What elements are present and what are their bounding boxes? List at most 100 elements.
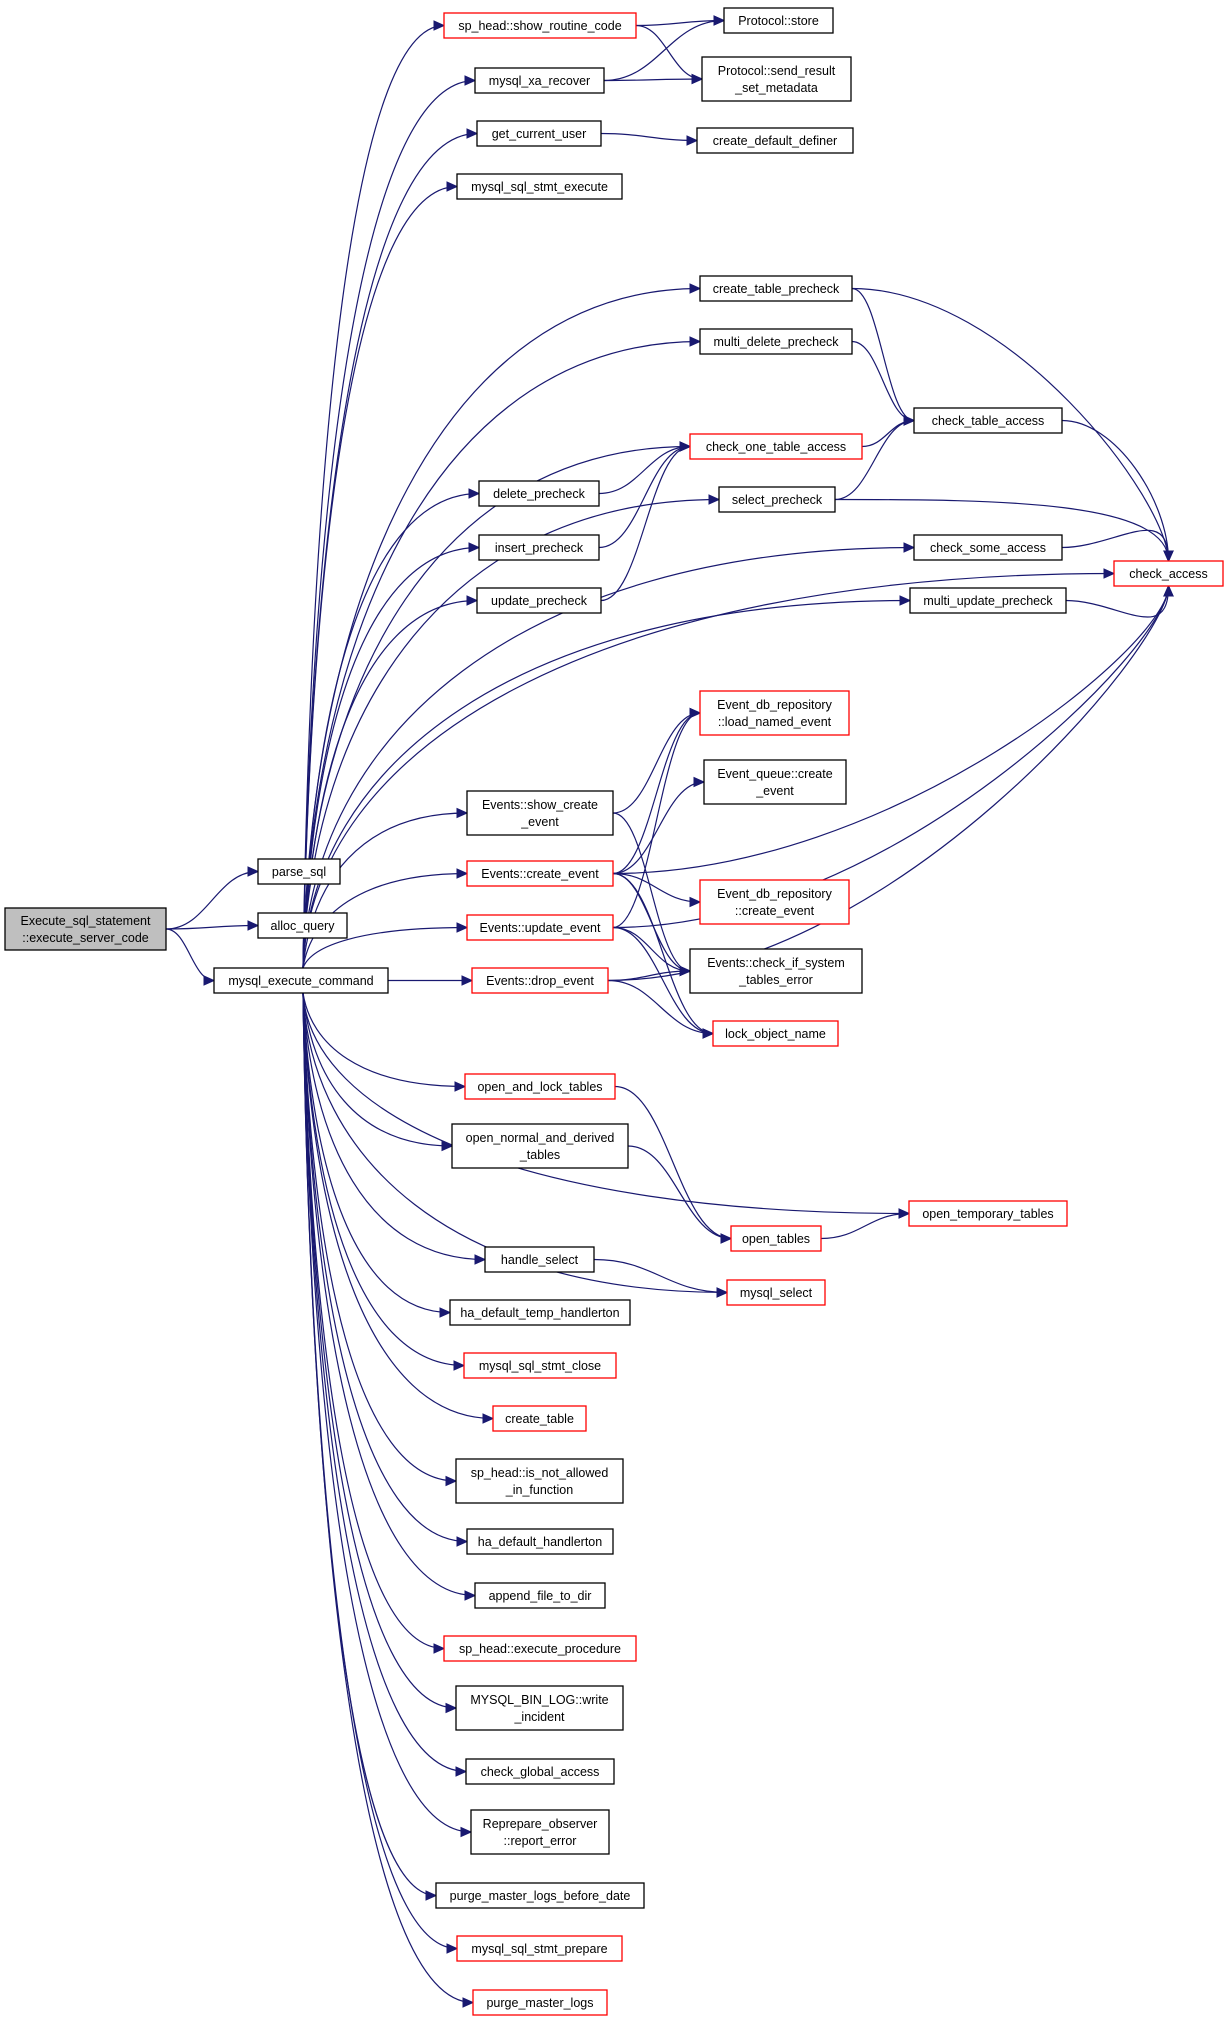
arrowhead — [460, 1826, 473, 1838]
edge-line — [635, 19, 725, 27]
edge-line — [302, 992, 476, 1597]
arrowhead — [708, 494, 721, 505]
arrowhead — [439, 1307, 452, 1318]
node-update-precheck[interactable]: update_precheck — [476, 587, 602, 614]
arrowhead — [247, 920, 260, 931]
node-ha-default-temp-handlerton[interactable]: ha_default_temp_handlerton — [449, 1299, 631, 1326]
node-select-precheck[interactable]: select_precheck — [718, 486, 836, 513]
node-box — [456, 173, 623, 200]
node-check-some-access[interactable]: check_some_access — [913, 534, 1063, 561]
edge-line — [302, 992, 466, 1088]
node-label: _incident — [513, 1710, 565, 1724]
node-mysql-sql-stmt-execute[interactable]: mysql_sql_stmt_execute — [456, 173, 623, 200]
node-open-normal-and-derived[interactable]: open_normal_and_derived_tables — [451, 1123, 629, 1169]
node-label: Execute_sql_statement — [21, 914, 151, 928]
node-reprepare-observer[interactable]: Reprepare_observer::report_error — [470, 1809, 610, 1855]
node-label: Event_queue::create — [717, 767, 832, 781]
node-events-show-create[interactable]: Events::show_create_event — [466, 790, 614, 836]
node-get-current-user[interactable]: get_current_user — [476, 120, 602, 147]
call-edge — [627, 1145, 733, 1244]
node-mysql-bin-log-write-incident[interactable]: MYSQL_BIN_LOG::write_incident — [455, 1685, 624, 1731]
arrowhead — [203, 975, 216, 986]
node-label: Events::drop_event — [486, 974, 594, 988]
edge-line — [302, 992, 494, 1420]
edge-line — [302, 992, 451, 1314]
node-box — [699, 275, 853, 302]
node-multi-update-precheck[interactable]: multi_update_precheck — [909, 587, 1067, 614]
node-label: create_table_precheck — [713, 282, 840, 296]
edge-line — [302, 992, 486, 1261]
node-lock-object-name[interactable]: lock_object_name — [712, 1020, 839, 1047]
node-mysql-select[interactable]: mysql_select — [726, 1279, 826, 1306]
node-multi-delete-precheck[interactable]: multi_delete_precheck — [699, 328, 853, 355]
node-label: create_table — [505, 1412, 574, 1426]
call-edge — [302, 992, 468, 1777]
node-protocol-send-result[interactable]: Protocol::send_result_set_metadata — [701, 56, 852, 102]
node-box — [474, 67, 605, 94]
node-check-one-table-access[interactable]: check_one_table_access — [689, 433, 863, 460]
call-edge — [302, 595, 479, 969]
node-mysql-execute-command[interactable]: mysql_execute_command — [213, 967, 389, 994]
node-check-access[interactable]: check_access — [1113, 560, 1224, 587]
call-edge — [593, 1258, 729, 1298]
node-box — [712, 1020, 839, 1047]
node-events-update-event[interactable]: Events::update_event — [466, 914, 614, 941]
node-label: _tables — [519, 1148, 560, 1162]
node-open-temporary-tables[interactable]: open_temporary_tables — [908, 1200, 1068, 1227]
node-label: append_file_to_dir — [489, 1589, 592, 1603]
node-check-table-access[interactable]: check_table_access — [913, 407, 1063, 434]
node-root[interactable]: Execute_sql_statement::execute_server_co… — [4, 907, 167, 951]
node-protocol-store[interactable]: Protocol::store — [723, 7, 834, 34]
node-label: mysql_xa_recover — [489, 74, 590, 88]
edge-line — [302, 872, 468, 969]
node-sp-head-is-not-allowed[interactable]: sp_head::is_not_allowed_in_function — [455, 1458, 624, 1504]
arrowhead — [702, 1028, 715, 1039]
node-label: Reprepare_observer — [483, 1817, 598, 1831]
node-create-table[interactable]: create_table — [492, 1405, 587, 1432]
node-handle-select[interactable]: handle_select — [484, 1246, 595, 1273]
node-label: _event — [755, 784, 794, 798]
node-parse-sql[interactable]: parse_sql — [257, 858, 341, 885]
edge-line — [603, 78, 703, 82]
node-check-if-system-tables[interactable]: Events::check_if_system_tables_error — [689, 948, 863, 994]
node-events-drop-event[interactable]: Events::drop_event — [471, 967, 609, 994]
node-box — [471, 967, 609, 994]
call-edge — [302, 992, 454, 1152]
node-create-table-precheck[interactable]: create_table_precheck — [699, 275, 853, 302]
node-event-queue-create[interactable]: Event_queue::create_event — [703, 759, 847, 805]
node-open-tables[interactable]: open_tables — [730, 1225, 822, 1252]
node-box — [699, 879, 850, 925]
node-append-file-to-dir[interactable]: append_file_to_dir — [474, 1582, 606, 1609]
node-mysql-xa-recover[interactable]: mysql_xa_recover — [474, 67, 605, 94]
node-mysql-sql-stmt-close[interactable]: mysql_sql_stmt_close — [463, 1352, 617, 1379]
node-mysql-sql-stmt-prepare[interactable]: mysql_sql_stmt_prepare — [456, 1935, 623, 1962]
node-load-named-event[interactable]: Event_db_repository::load_named_event — [699, 690, 850, 736]
arrowhead — [720, 1233, 733, 1244]
node-box — [913, 407, 1063, 434]
call-edge — [612, 776, 706, 875]
call-edge — [600, 441, 692, 602]
arrowhead — [456, 807, 469, 819]
node-open-and-lock-tables[interactable]: open_and_lock_tables — [464, 1073, 616, 1100]
node-label: MYSQL_BIN_LOG::write — [470, 1693, 608, 1707]
node-events-create-event[interactable]: Events::create_event — [466, 860, 614, 887]
node-db-repo-create-event[interactable]: Event_db_repository::create_event — [699, 879, 850, 925]
node-purge-master-logs-before-date[interactable]: purge_master_logs_before_date — [435, 1882, 645, 1909]
node-insert-precheck[interactable]: insert_precheck — [478, 534, 600, 561]
node-ha-default-handlerton[interactable]: ha_default_handlerton — [466, 1528, 614, 1555]
call-edge — [165, 920, 260, 931]
edge-line — [302, 992, 467, 1773]
call-edge — [302, 922, 469, 969]
node-sp-head-execute-procedure[interactable]: sp_head::execute_procedure — [443, 1635, 637, 1662]
edge-line — [165, 870, 259, 930]
node-delete-precheck[interactable]: delete_precheck — [478, 480, 600, 507]
node-box — [478, 480, 600, 507]
node-check-global-access[interactable]: check_global_access — [465, 1758, 615, 1785]
edge-line — [1061, 529, 1170, 562]
node-sp-head-show-routine-code[interactable]: sp_head::show_routine_code — [443, 12, 637, 39]
node-alloc-query[interactable]: alloc_query — [257, 912, 348, 939]
call-edge — [302, 992, 458, 1487]
node-create-default-definer[interactable]: create_default_definer — [696, 127, 854, 154]
node-purge-master-logs[interactable]: purge_master_logs — [472, 1989, 608, 2016]
